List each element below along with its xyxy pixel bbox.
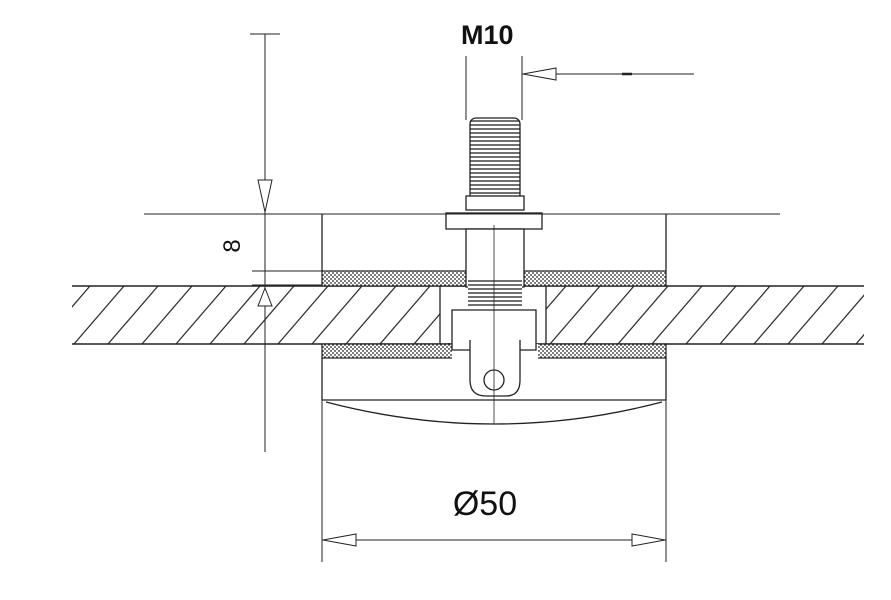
hatch-line (855, 333, 864, 344)
diameter-arrow-left-icon (322, 533, 357, 547)
height-label: 8 (219, 239, 246, 252)
bolt (445, 117, 543, 424)
height-arrow-up-icon (257, 286, 273, 307)
hatch-line (651, 286, 703, 344)
height-arrow-down-icon (257, 179, 273, 213)
hatch-line (73, 286, 125, 344)
hatch-line (379, 286, 431, 344)
diameter-arrow-right-icon (631, 533, 666, 547)
hatch-line (345, 286, 397, 344)
thread-dimension (465, 56, 694, 120)
diameter-dimension (321, 400, 667, 562)
diameter-label: Ø50 (453, 485, 517, 523)
hatch-line (583, 286, 635, 344)
bolt-shank (465, 228, 525, 288)
hatch-line (107, 286, 159, 344)
hatch-line (719, 286, 771, 344)
height-dimension (250, 33, 280, 452)
hatch-line (72, 286, 91, 308)
hatch-line (753, 286, 805, 344)
hatch-line (277, 286, 329, 344)
hatch-line (787, 286, 839, 344)
hatch-line (549, 286, 601, 344)
reference-lines (144, 213, 780, 286)
hatch-line (243, 286, 295, 344)
hatch-line (141, 286, 193, 344)
eye-lug (469, 340, 521, 397)
thread-arrow-icon (522, 67, 557, 81)
hatch-line (209, 286, 261, 344)
thread-size-label: M10 (461, 20, 514, 50)
hatch-line (821, 294, 864, 344)
hatch-line (311, 286, 363, 344)
hatch-line (685, 286, 737, 344)
upper-disc (321, 214, 667, 271)
bolt-thread (469, 117, 521, 201)
hatch-line (617, 286, 669, 344)
hatch-line (175, 286, 227, 344)
bolt-collar (465, 195, 525, 211)
